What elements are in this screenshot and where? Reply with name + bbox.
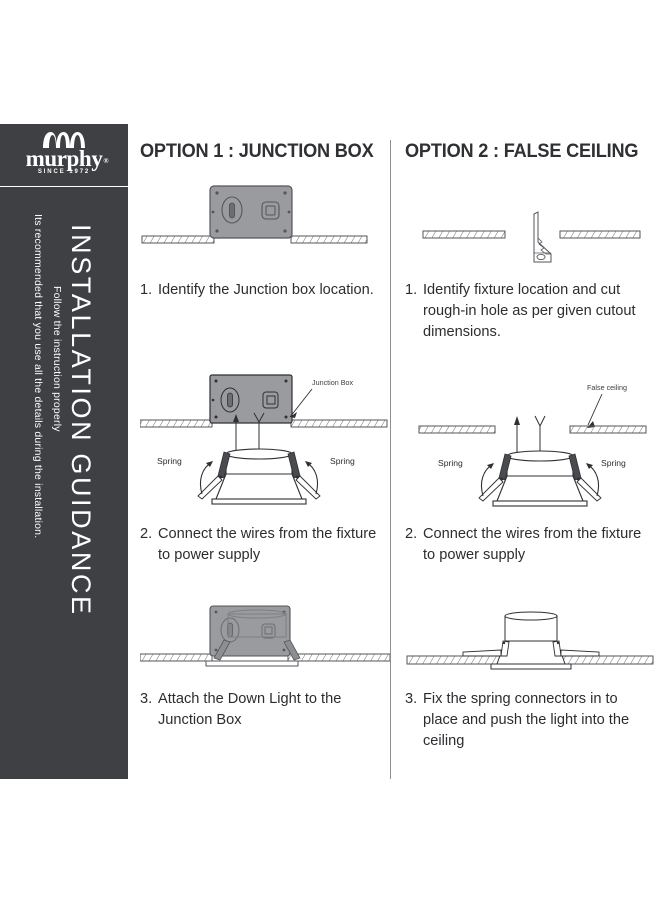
step-number: 2. bbox=[140, 526, 153, 542]
figure-downlight-attached-to-junction-box bbox=[140, 592, 390, 682]
sidebar-subtitle-line2: Its recommended that you use all the det… bbox=[32, 214, 44, 539]
step-number: 3. bbox=[405, 691, 418, 707]
callout-junction-box: Junction Box bbox=[312, 378, 354, 387]
option-1-column: OPTION 1 : JUNCTION BOX bbox=[140, 124, 390, 779]
option-1-heading: OPTION 1 : JUNCTION BOX bbox=[140, 140, 374, 162]
step-text: Attach the Down Light to the Junction Bo… bbox=[158, 691, 342, 728]
option-2-step-3: 3. Fix the spring connectors in to place… bbox=[405, 689, 655, 752]
brand-tagline: SINCE 1972 bbox=[37, 169, 91, 175]
option-2-step-2: 2. Connect the wires from the fixture to… bbox=[405, 524, 655, 566]
callout-spring-left: Spring bbox=[157, 456, 182, 466]
figure-junction-box-on-ceiling bbox=[140, 176, 390, 266]
step-number: 3. bbox=[140, 691, 153, 707]
figure-downlight-installed-in-false-ceiling bbox=[405, 586, 655, 681]
step-text: Fix the spring connectors in to place an… bbox=[423, 691, 630, 749]
option-1-step-1: 1. Identify the Junction box location. bbox=[140, 280, 390, 301]
sidebar-subtitle-line1: Follow the instruction properly bbox=[51, 286, 63, 432]
brand-wordmark: murphy® bbox=[25, 146, 109, 171]
option-1-step-2: 2. Connect the wires from the fixture to… bbox=[140, 524, 390, 566]
registered-mark: ® bbox=[103, 157, 109, 165]
callout-spring-right: Spring bbox=[330, 456, 355, 466]
instruction-sheet: murphy® SINCE 1972 INSTALLATION GUIDANCE… bbox=[0, 124, 660, 779]
option-2-heading: OPTION 2 : FALSE CEILING bbox=[405, 140, 639, 162]
murphy-m-icon bbox=[43, 132, 85, 148]
step-number: 2. bbox=[405, 526, 418, 542]
step-text: Connect the wires from the fixture to po… bbox=[158, 526, 377, 563]
step-number: 1. bbox=[140, 282, 153, 298]
figure-downlight-springs-at-false-ceiling: False ceiling bbox=[405, 370, 655, 515]
sidebar-title: INSTALLATION GUIDANCE bbox=[66, 224, 96, 617]
callout-false-ceiling: False ceiling bbox=[587, 383, 627, 392]
brand-sidebar: murphy® SINCE 1972 INSTALLATION GUIDANCE… bbox=[0, 124, 128, 779]
brand-logo-block: murphy® SINCE 1972 bbox=[0, 124, 128, 187]
option-2-column: OPTION 2 : FALSE CEILING 1. Identif bbox=[405, 124, 655, 779]
step-text: Identify the Junction box location. bbox=[158, 282, 374, 298]
figure-ceiling-cutout-with-drywall-saw bbox=[405, 176, 655, 266]
column-divider bbox=[390, 140, 391, 779]
sidebar-vertical-text: INSTALLATION GUIDANCE Follow the instruc… bbox=[0, 186, 128, 779]
option-1-step-3: 3. Attach the Down Light to the Junction… bbox=[140, 689, 390, 731]
figure-downlight-wiring-to-junction-box: Junction Box bbox=[140, 364, 390, 514]
step-text: Connect the wires from the fixture to po… bbox=[423, 526, 642, 563]
step-text: Identify fixture location and cut rough-… bbox=[423, 282, 636, 340]
step-number: 1. bbox=[405, 282, 418, 298]
callout-spring-right: Spring bbox=[601, 458, 626, 468]
callout-spring-left: Spring bbox=[438, 458, 463, 468]
option-2-step-1: 1. Identify fixture location and cut rou… bbox=[405, 280, 655, 343]
